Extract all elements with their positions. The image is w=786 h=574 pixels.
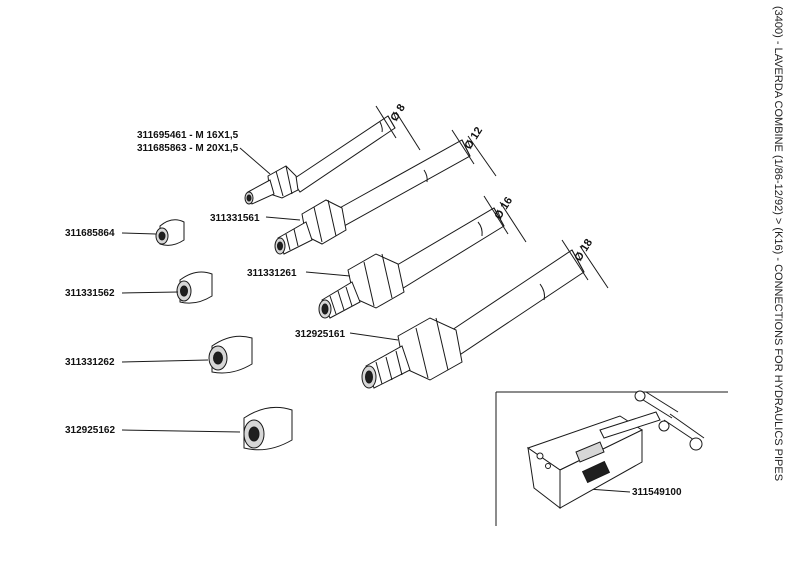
- leader-lines: [121, 147, 631, 493]
- label-nut-2: 311331562: [65, 288, 115, 299]
- nut-medium-2: [208, 335, 253, 374]
- label-nut-4: 312925162: [65, 425, 115, 436]
- tool-inset-frame: [495, 391, 728, 526]
- dimension-d18: Ø 18: [572, 237, 595, 264]
- fitting-d16: [318, 207, 505, 319]
- fitting-d12: [274, 139, 471, 255]
- nut-large: [243, 406, 293, 451]
- nut-medium-1: [176, 271, 213, 304]
- label-adapter-1: 311331561: [210, 213, 260, 224]
- label-top-line2: 311685863 - M 20X1,5: [137, 143, 239, 154]
- dimension-marks: [375, 105, 609, 289]
- page-side-title: (3400) - LAVERDA COMBINE (1/86-12/92) > …: [772, 6, 784, 482]
- dimension-d12: Ø 12: [462, 125, 485, 152]
- dimension-d16: Ø 16: [492, 195, 515, 222]
- label-top-line1: 311695461 - M 16X1,5: [137, 130, 239, 141]
- nut-small: [155, 219, 185, 246]
- label-tool: 311549100: [632, 487, 682, 498]
- dimension-d8: Ø 8: [388, 102, 408, 123]
- label-adapter-3: 312925161: [295, 329, 345, 340]
- label-nut-1: 311685864: [65, 228, 115, 239]
- label-nut-3: 311331262: [65, 357, 115, 368]
- fitting-d18: [361, 249, 585, 389]
- label-adapter-2: 311331261: [247, 268, 297, 279]
- fitting-d8: [244, 115, 396, 205]
- flaring-tool: [526, 390, 705, 510]
